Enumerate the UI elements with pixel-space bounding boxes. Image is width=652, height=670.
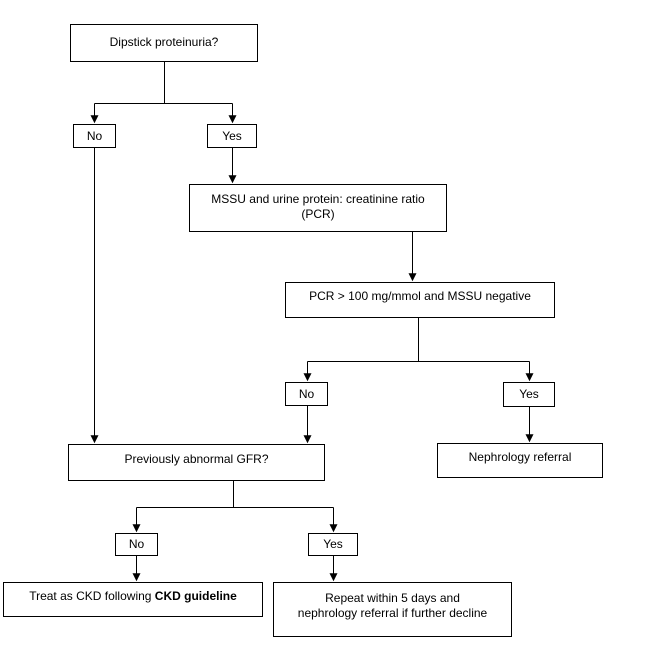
node-label: PCR > 100 mg/mmol and MSSU negative: [309, 289, 531, 303]
node-label: Yes: [323, 537, 343, 551]
node-mssu-pcr: MSSU and urine protein: creatinine ratio…: [189, 184, 447, 232]
node-treat-as-ckd: Treat as CKD following CKD guideline: [3, 582, 263, 617]
node-label: Repeat within 5 days and nephrology refe…: [298, 591, 487, 621]
node-label: Nephrology referral: [468, 449, 572, 464]
node-label: Previously abnormal GFR?: [124, 451, 269, 466]
treat-label-bold: CKD guideline: [154, 589, 237, 603]
node-label-line-1: MSSU and urine protein: creatinine ratio: [211, 191, 425, 206]
node-dipstick-proteinuria: Dipstick proteinuria?: [70, 24, 258, 62]
node-label: No: [298, 386, 315, 401]
node-branch1-no: No: [73, 124, 116, 148]
treat-label-normal: Treat as CKD following: [29, 589, 155, 603]
node-label: No: [86, 128, 103, 143]
node-label: Yes: [519, 387, 539, 401]
node-repeat-within-5-days: Repeat within 5 days and nephrology refe…: [273, 582, 512, 637]
node-label: No: [128, 537, 145, 551]
node-label-line-2: nephrology referral if further decline: [297, 606, 488, 620]
node-label: Treat as CKD following CKD guideline: [29, 589, 237, 604]
node-branch3-no: No: [115, 533, 158, 556]
node-label-line-1: Repeat within 5 days and: [325, 591, 460, 605]
node-branch1-yes: Yes: [207, 124, 257, 148]
node-label: Dipstick proteinuria?: [109, 34, 219, 49]
node-previously-abnormal-gfr: Previously abnormal GFR?: [68, 444, 325, 481]
node-branch2-no: No: [285, 382, 328, 406]
node-branch3-yes: Yes: [308, 533, 358, 556]
node-label: MSSU and urine protein: creatinine ratio…: [211, 192, 424, 222]
node-label: Yes: [222, 128, 242, 143]
node-label-line-2: (PCR): [301, 206, 335, 221]
node-nephrology-referral: Nephrology referral: [437, 443, 603, 478]
node-branch2-yes: Yes: [503, 382, 555, 407]
node-pcr-threshold: PCR > 100 mg/mmol and MSSU negative: [285, 282, 555, 318]
